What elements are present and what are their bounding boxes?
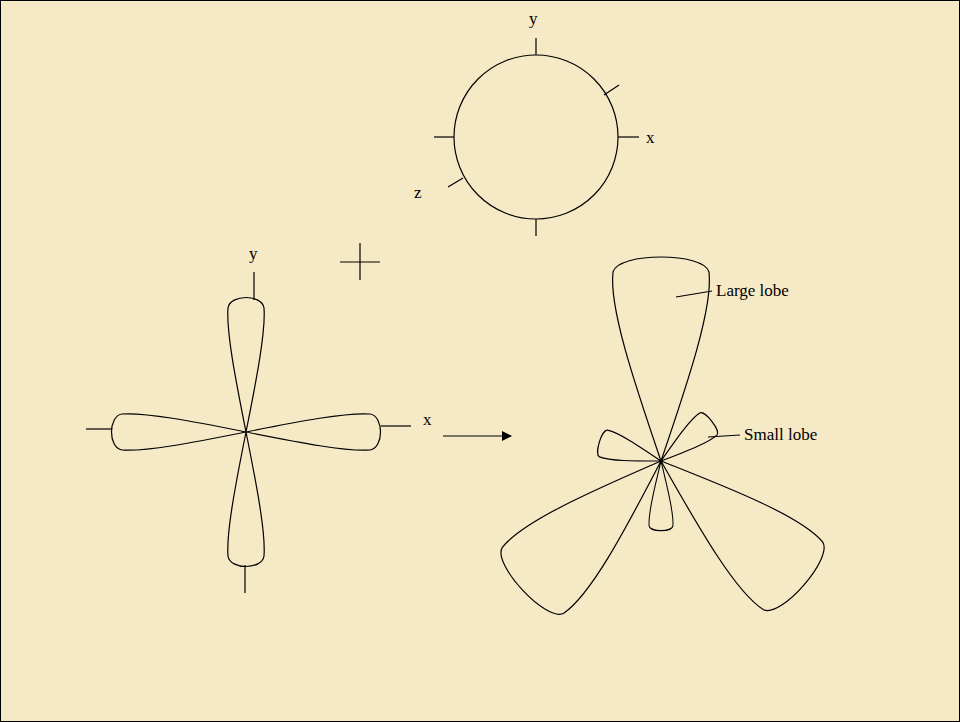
axis-label: y xyxy=(529,10,538,27)
axis-label: z xyxy=(414,184,422,201)
axis-label: x xyxy=(646,129,655,146)
callout-label: Large lobe xyxy=(716,282,789,299)
axis-label: x xyxy=(423,411,432,428)
axis-label: y xyxy=(249,245,258,262)
callout-label: Small lobe xyxy=(744,426,817,443)
